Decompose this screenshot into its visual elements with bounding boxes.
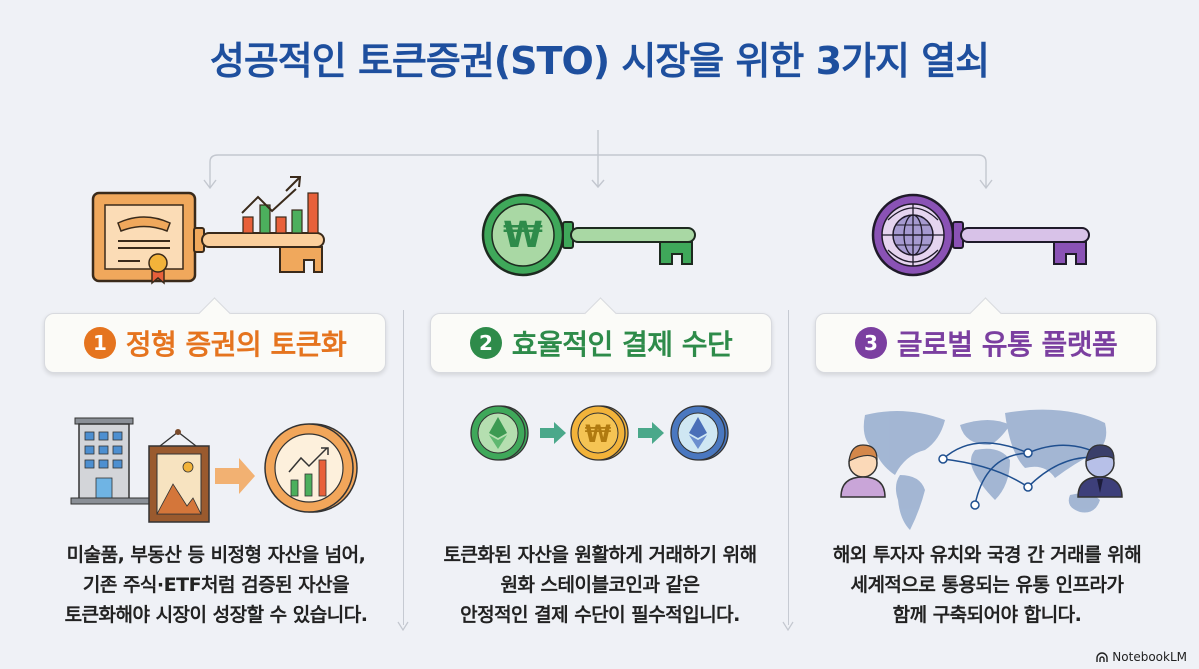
number-badge: 2 [469, 327, 502, 359]
key-title: 정형 증권의 토큰화 [125, 328, 347, 361]
arrow-right-icon [540, 422, 566, 444]
asset-tokenization-illustration [70, 417, 358, 523]
key-description-2: 토큰화된 자산을 원활하게 거래하기 위해 원화 스테이블코인과 같은 안정적인… [410, 540, 790, 630]
key-title: 글로벌 유통 플랫폼 [896, 328, 1118, 361]
column-divider-2 [788, 310, 789, 625]
description-line: 함께 구축되어야 합니다. [892, 604, 1082, 626]
certificate-key-icon [91, 176, 325, 285]
global-network-illustration [840, 409, 1123, 530]
world-map-icon [863, 409, 1107, 530]
key-label-3: 3 글로벌 유통 플랫폼 [815, 313, 1157, 373]
won-coin-icon: ₩ [570, 405, 629, 461]
watermark-text: NotebookLM [1112, 650, 1187, 664]
description-line: 원화 스테이블코인과 같은 [500, 574, 700, 596]
arrow-right-icon [215, 458, 255, 494]
description-line: 해외 투자자 유치와 국경 간 거래를 위해 [832, 544, 1142, 566]
description-line: 기존 주식·ETF처럼 검증된 자산을 [82, 574, 350, 596]
arrow-right-icon [638, 422, 664, 444]
description-line: 미술품, 부동산 등 비정형 자산을 넘어, [66, 544, 366, 566]
businessman-avatar-icon [1077, 444, 1123, 498]
key-description-3: 해외 투자자 유치와 국경 간 거래를 위해 세계적으로 통용되는 유통 인프라… [797, 540, 1177, 630]
payment-flow-illustration: ₩ [470, 405, 729, 461]
notebooklm-watermark: NotebookLM [1096, 650, 1187, 664]
description-line: 세계적으로 통용되는 유통 인프라가 [850, 574, 1124, 596]
green-crypto-coin-icon [470, 405, 529, 461]
description-line: 토큰화해야 시장이 성장할 수 있습니다. [64, 604, 368, 626]
investor-avatar-icon [840, 444, 886, 498]
key-title: 효율적인 결제 수단 [511, 328, 733, 361]
svg-text:₩: ₩ [503, 215, 543, 256]
column-divider-1 [403, 310, 404, 625]
page-title: 성공적인 토큰증권(STO) 시장을 위한 3가지 열쇠 [209, 39, 990, 83]
won-key-icon: ₩ [481, 193, 696, 277]
svg-text:₩: ₩ [585, 420, 612, 448]
notebooklm-logo-icon [1096, 652, 1108, 662]
number-badge: 1 [83, 327, 116, 359]
description-line: 토큰화된 자산을 원활하게 거래하기 위해 [443, 544, 757, 566]
building-icon [70, 417, 172, 505]
blue-crypto-coin-icon [670, 405, 729, 461]
key-label-1: 1 정형 증권의 토큰화 [44, 313, 386, 373]
number-badge: 3 [854, 327, 887, 359]
key-label-2: 2 효율적인 결제 수단 [430, 313, 772, 373]
growth-coin-icon [264, 423, 358, 513]
artwork-frame-icon [148, 429, 210, 523]
key-description-1: 미술품, 부동산 등 비정형 자산을 넘어, 기존 주식·ETF처럼 검증된 자… [26, 540, 406, 630]
description-line: 안정적인 결제 수단이 필수적입니다. [460, 604, 740, 626]
globe-key-icon [871, 193, 1090, 277]
